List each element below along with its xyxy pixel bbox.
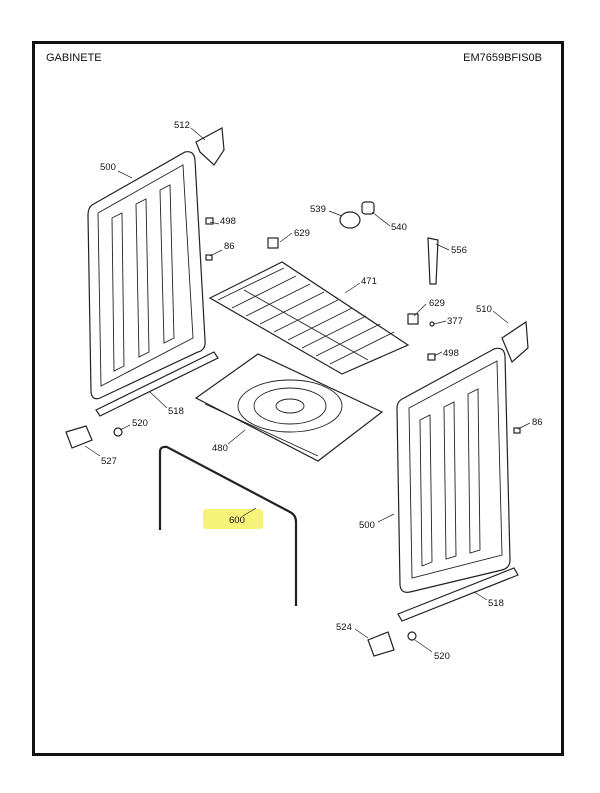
callout-512: 512 bbox=[174, 120, 190, 131]
part-500-right-side-panel bbox=[396, 347, 511, 593]
callout-629-upper: 629 bbox=[294, 228, 310, 239]
callout-540: 540 bbox=[391, 222, 407, 233]
part-556-sensor bbox=[427, 237, 439, 285]
part-86-screw-lower bbox=[513, 427, 521, 434]
small-parts bbox=[65, 127, 529, 657]
part-86-screw-upper bbox=[205, 254, 213, 261]
part-600-front-frame bbox=[158, 445, 298, 606]
callout-600: 600 bbox=[229, 515, 245, 526]
part-524-foot bbox=[367, 631, 395, 657]
callout-480: 480 bbox=[212, 443, 228, 454]
callout-524: 524 bbox=[336, 622, 352, 633]
callout-377: 377 bbox=[447, 316, 463, 327]
callout-556: 556 bbox=[451, 245, 467, 256]
model-number: EM7659BFIS0B bbox=[463, 52, 542, 64]
part-540-lamp-holder bbox=[361, 201, 375, 215]
part-518-rails bbox=[95, 351, 519, 622]
part-480-bottom-plate bbox=[194, 353, 384, 462]
callout-518-right: 518 bbox=[488, 598, 504, 609]
part-512-bracket bbox=[195, 127, 225, 166]
part-629-clip-lower bbox=[407, 313, 419, 325]
part-500-left-side-panel bbox=[87, 151, 206, 400]
part-520-leveler-left bbox=[113, 427, 123, 437]
callout-498-upper: 498 bbox=[220, 216, 236, 227]
callout-labels: 512 500 498 86 539 540 629 556 471 629 5… bbox=[100, 120, 543, 662]
diagram-title: GABINETE bbox=[46, 52, 102, 64]
highlight-600 bbox=[203, 509, 263, 529]
callout-629-lower: 629 bbox=[429, 298, 445, 309]
part-629-clip-upper bbox=[267, 237, 279, 249]
part-520-leveler-right bbox=[407, 631, 417, 641]
callout-500-left: 500 bbox=[100, 162, 116, 173]
part-539-lamp bbox=[339, 211, 361, 229]
part-498-clip-upper bbox=[205, 217, 214, 225]
callout-498-lower: 498 bbox=[443, 348, 459, 359]
leader-lines bbox=[84, 127, 531, 653]
callout-527: 527 bbox=[101, 456, 117, 467]
callout-86-lower: 86 bbox=[532, 417, 543, 428]
part-471-oven-rack bbox=[208, 261, 410, 375]
part-377-screw bbox=[429, 321, 435, 327]
callout-471: 471 bbox=[361, 276, 377, 287]
diagram-frame bbox=[32, 41, 564, 756]
callout-500-right: 500 bbox=[359, 520, 375, 531]
callout-520-right: 520 bbox=[434, 651, 450, 662]
callout-518-left: 518 bbox=[168, 406, 184, 417]
callout-510: 510 bbox=[476, 304, 492, 315]
part-510-bracket bbox=[501, 320, 529, 364]
callout-539: 539 bbox=[310, 204, 326, 215]
callout-86-upper: 86 bbox=[224, 241, 235, 252]
part-527-foot bbox=[65, 425, 93, 449]
callout-520-left: 520 bbox=[132, 418, 148, 429]
part-498-clip-lower bbox=[427, 353, 436, 361]
